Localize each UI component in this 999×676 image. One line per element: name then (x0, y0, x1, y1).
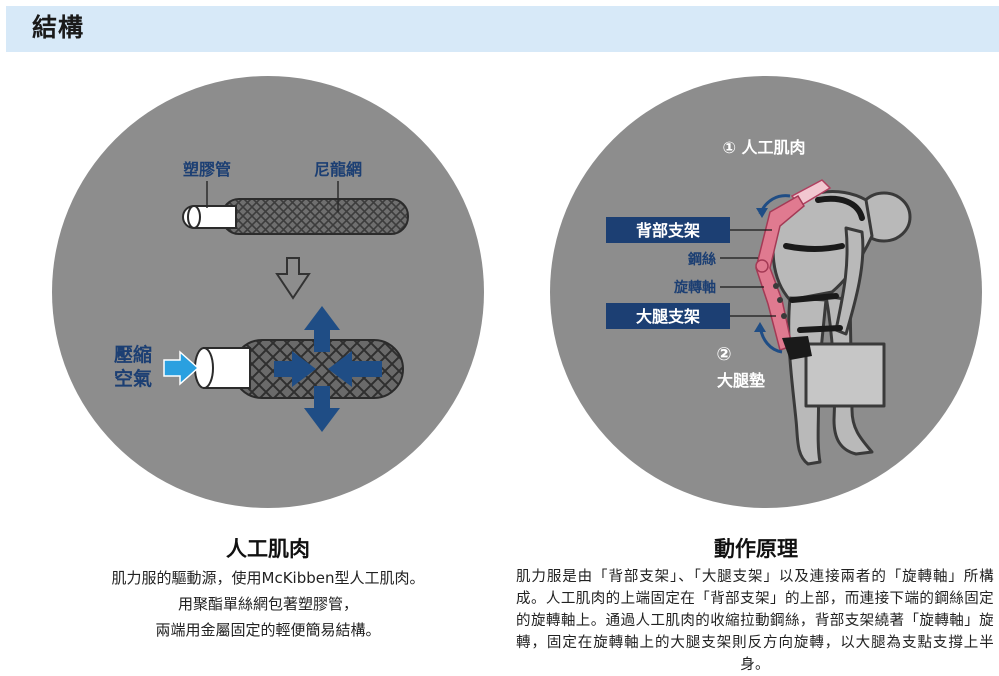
muscle-suit-frame (755, 179, 832, 360)
harness-straps (783, 195, 865, 333)
label-artificial-muscle: ① 人工肌肉 (722, 138, 805, 157)
person-arm (834, 226, 865, 336)
thigh-frame-label-box (606, 303, 730, 329)
rotate-arrow-top-head (756, 208, 768, 218)
right-caption-body: 肌力服是由「背部支架」、「大腿支架」以及連接兩者的「旋轉軸」所構成。人工肌肉的上… (516, 569, 994, 673)
left-circle-background (52, 76, 484, 508)
rivet (773, 283, 779, 289)
left-caption-line: 兩端用金屬固定的輕便簡易結構。 (155, 621, 381, 639)
label-compressed-air-1: 壓縮 (114, 343, 152, 366)
thigh-pad (782, 336, 812, 360)
left-diagram: 塑膠管 尼龍網 壓縮 空氣 (52, 76, 484, 508)
air-inflow-arrow-icon (163, 350, 200, 386)
contract-right-arrow-icon (274, 351, 316, 387)
expand-up-arrow-icon (304, 306, 340, 352)
section-title: 結構 (32, 13, 85, 42)
expand-down-arrow-icon (304, 386, 340, 432)
rivet (781, 313, 787, 319)
nylon-mesh-sleeve (221, 198, 409, 235)
label-thigh-pad: 大腿墊 (717, 371, 765, 390)
label-nylon-mesh: 尼龍網 (314, 160, 362, 179)
label-back-frame: 背部支架 (636, 221, 700, 240)
carried-bag (804, 342, 886, 408)
plastic-tube-end (187, 205, 201, 229)
left-caption-title: 人工肌肉 (226, 537, 310, 561)
muscle-relaxed (182, 181, 409, 235)
rivet (777, 297, 783, 303)
rotation-axis-joint (755, 259, 769, 273)
label-plastic-tube: 塑膠管 (183, 160, 231, 179)
label-compressed-air-2: 空氣 (114, 367, 152, 390)
label-thigh-frame: 大腿支架 (636, 307, 700, 326)
left-caption-body: 肌力服的驅動源，使用McKibben型人工肌肉。 用聚酯單絲網包著塑膠管， 兩端… (40, 565, 496, 643)
label-thigh-pad-number: ② (716, 344, 731, 365)
label-rotation-axis: 旋轉軸 (673, 279, 716, 296)
rotate-arrow-bottom-head (754, 322, 766, 332)
right-diagram: ① 人工肌肉 背部支架 鋼絲 旋轉軸 大腿支架 ② 大腿墊 (550, 76, 982, 508)
left-caption-line: 用聚酯單絲網包著塑膠管， (177, 595, 358, 613)
label-steel-wire: 鋼絲 (687, 251, 716, 268)
transition-arrow-icon (275, 257, 311, 300)
muscle-inflated (163, 306, 404, 432)
back-frame-label-box (606, 217, 730, 243)
right-caption-title: 動作原理 (714, 537, 798, 561)
contract-left-arrow-icon (328, 351, 382, 387)
left-caption-line: 肌力服的驅動源，使用McKibben型人工肌肉。 (111, 569, 425, 587)
section-header (6, 6, 999, 52)
